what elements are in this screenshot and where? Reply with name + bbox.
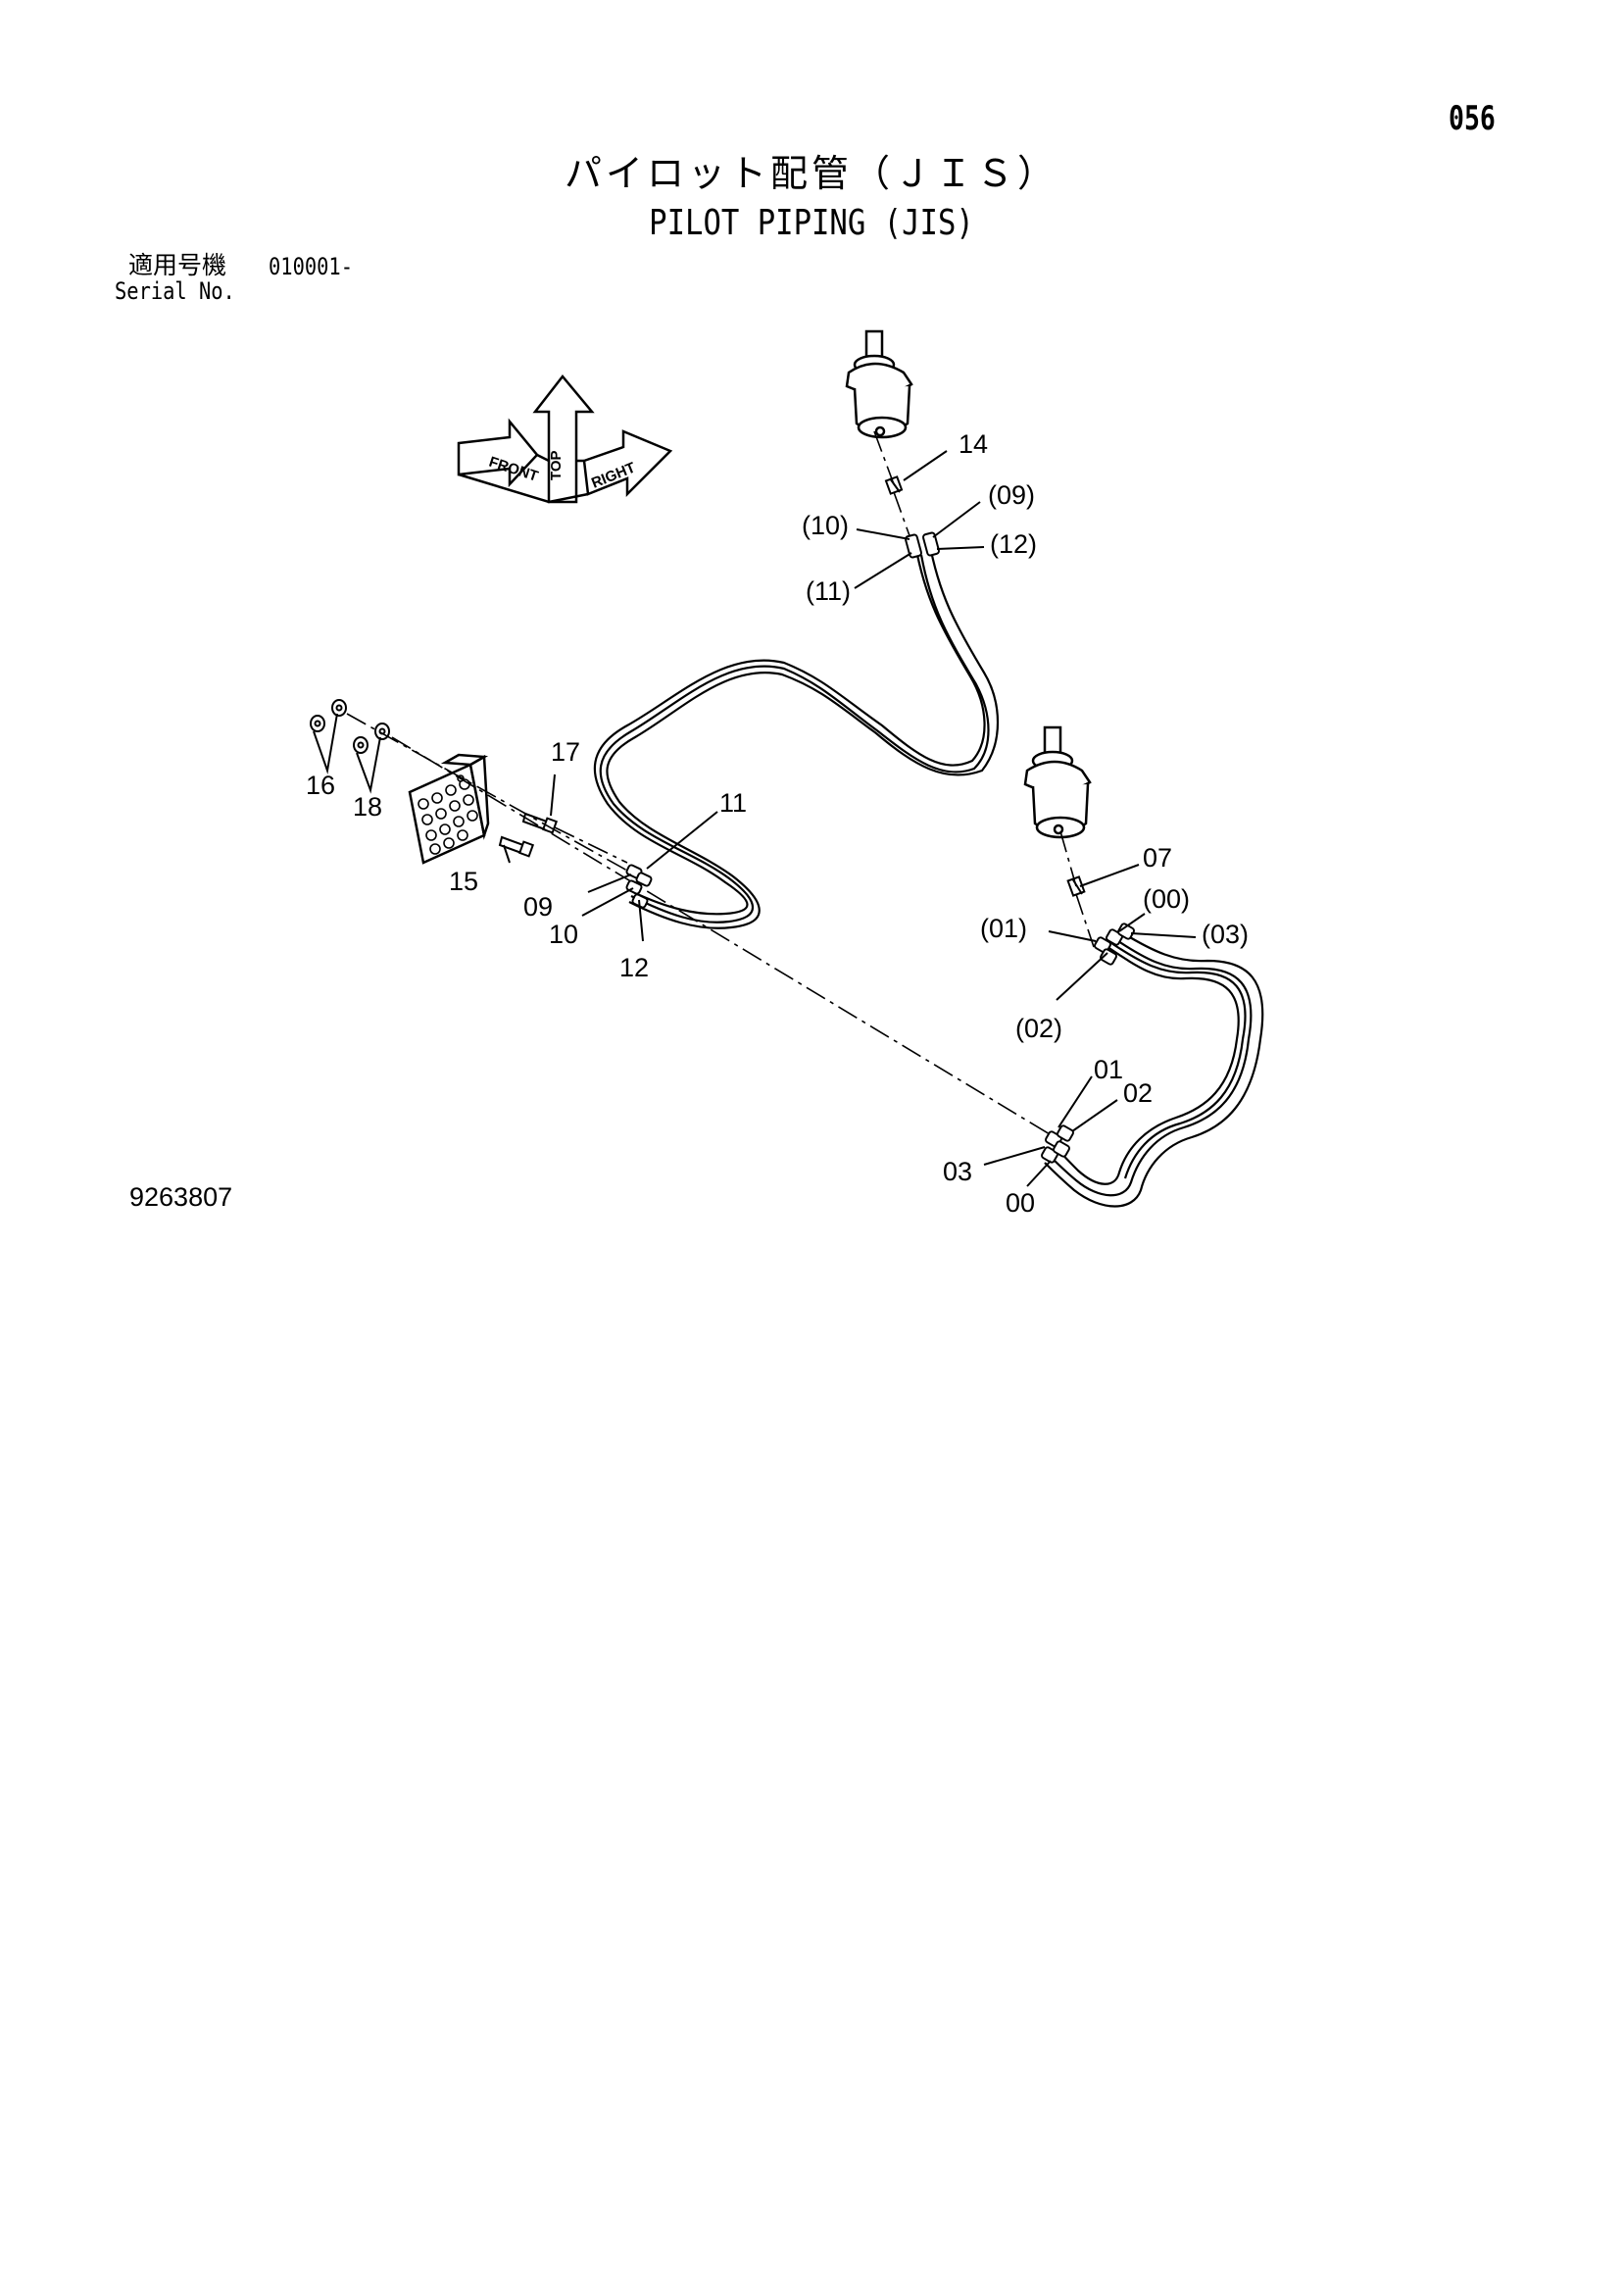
- top-direction-label: TOP: [548, 450, 565, 480]
- lower-hose-bundle: [1044, 932, 1264, 1208]
- nuts-16-18: [310, 699, 390, 754]
- orientation-indicator: [457, 374, 673, 504]
- callout-12-paren: (12): [990, 529, 1037, 559]
- upper-hose-bundle: [593, 540, 999, 929]
- callout-00: 00: [1006, 1188, 1035, 1218]
- serial-label-japanese: 適用号機: [128, 251, 227, 279]
- callout-01-paren: (01): [980, 914, 1027, 943]
- callout-14: 14: [959, 429, 988, 459]
- callout-09-paren: (09): [988, 480, 1035, 510]
- callout-lines-16-18: [313, 713, 381, 794]
- fitting-14: [884, 475, 904, 495]
- serial-number-code: 010001-: [269, 253, 353, 280]
- callout-11: 11: [719, 788, 747, 818]
- bolt-15: [498, 835, 535, 858]
- callout-18: 18: [353, 792, 382, 822]
- lower-hose-fittings: [1041, 923, 1135, 1164]
- page-title-english: PILOT PIPING (JIS): [649, 203, 974, 243]
- right-arrow-shape: [582, 429, 673, 498]
- leader-lines: [503, 450, 1197, 1187]
- callout-02: 02: [1123, 1078, 1153, 1108]
- callout-09: 09: [523, 892, 553, 922]
- callout-07: 07: [1143, 843, 1172, 873]
- callout-01: 01: [1094, 1055, 1123, 1084]
- callout-10: 10: [549, 920, 578, 949]
- page-number: 056: [1449, 99, 1496, 138]
- center-lines: [346, 430, 1095, 1138]
- callout-03-paren: (03): [1202, 920, 1249, 949]
- serial-label-english: Serial No.: [115, 277, 235, 305]
- callout-00-paren: (00): [1143, 884, 1190, 914]
- callout-11-paren: (11): [806, 576, 851, 606]
- callout-12: 12: [619, 953, 649, 982]
- callout-03: 03: [943, 1157, 972, 1186]
- lower-pilot-valve: [1023, 725, 1092, 839]
- bolt-17: [521, 812, 559, 834]
- front-arrow-shape: [457, 418, 539, 488]
- upper-pilot-valve: [845, 329, 913, 439]
- callout-16: 16: [306, 771, 335, 800]
- upper-hose-fittings: [625, 531, 940, 909]
- page-title-japanese: パイロット配管（ＪＩＳ）: [564, 152, 1058, 195]
- callout-02-paren: (02): [1015, 1014, 1062, 1043]
- callout-17: 17: [551, 737, 580, 767]
- callout-10-paren: (10): [802, 511, 849, 540]
- callout-15: 15: [449, 867, 478, 896]
- drawing-number: 9263807: [129, 1182, 233, 1212]
- top-arrow-shape: [532, 374, 595, 504]
- bracket-holes: [418, 774, 478, 855]
